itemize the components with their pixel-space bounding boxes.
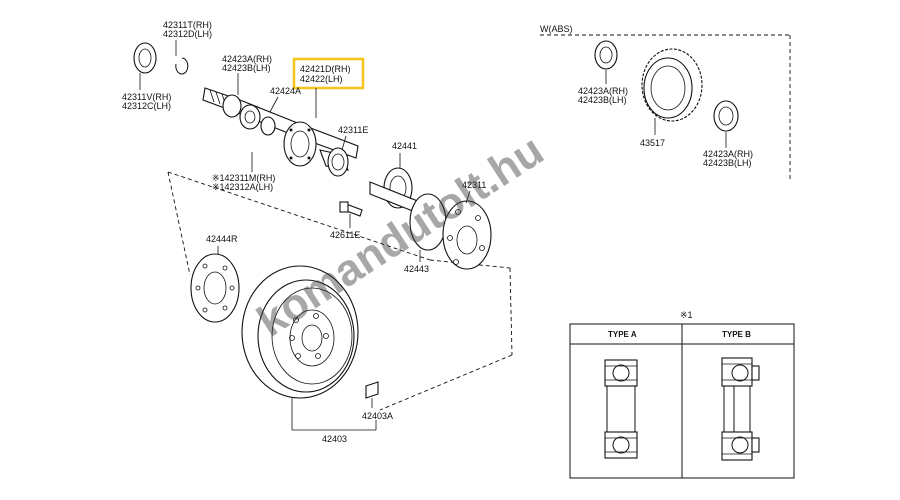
label-42443: 42443 [404, 264, 429, 274]
oil-seal-outer [133, 42, 157, 90]
type-a-header: TYPE A [608, 330, 637, 339]
label-42423a-1: 42423A(RH) [222, 54, 272, 64]
label-42311e: 42311E [338, 125, 368, 135]
label-42312d: 42312D(LH) [163, 29, 212, 39]
label-42423b-abs1: 42423B(LH) [578, 95, 627, 105]
label-42403a: 42403A [362, 411, 393, 421]
label-42441: 42441 [392, 141, 417, 151]
label-42423a-abs2: 42423A(RH) [703, 149, 753, 159]
axle-hub [369, 181, 492, 270]
label-42311m: ※142311M(RH) [212, 173, 275, 183]
label-42422: 42422(LH) [300, 74, 343, 84]
gasket-42444r [190, 246, 240, 323]
abs-sensor-rotor [641, 48, 703, 135]
brake-drum [241, 265, 377, 431]
label-42423b-abs2: 42423B(LH) [703, 158, 752, 168]
snap-ring [175, 40, 189, 75]
label-42424a: 42424A [270, 86, 301, 96]
axle-shaft [202, 87, 359, 177]
label-42423a-abs1: 42423A(RH) [578, 86, 628, 96]
assembly-outline [167, 171, 513, 411]
label-43517: 43517 [640, 138, 665, 148]
highlight-box [292, 57, 365, 90]
label-42312c: 42312C(LH) [122, 101, 171, 111]
label-42611e: 42611E [330, 230, 360, 240]
label-42421d: 42421D(RH) [300, 64, 351, 74]
label-42423b-1: 42423B(LH) [222, 63, 271, 73]
type-b-header: TYPE B [722, 330, 751, 339]
abs-group-outline [540, 34, 791, 180]
abs-bearing-right [713, 100, 739, 148]
bearing-type-b [721, 357, 760, 461]
label-42444r: 42444R [206, 234, 238, 244]
label-42311v: 42311V(RH) [122, 92, 171, 102]
bearing-type-a [604, 359, 638, 459]
note-mark: ※1 [680, 310, 693, 320]
label-42311t: 42311T(RH) [163, 20, 212, 30]
label-42403: 42403 [322, 434, 347, 444]
abs-bearing-left [594, 40, 618, 84]
label-42311: 42311 [462, 180, 486, 190]
drum-screw [365, 381, 379, 408]
bearing-type-table [569, 323, 795, 479]
abs-group-label: W(ABS) [540, 24, 573, 34]
label-42312a: ※142312A(LH) [212, 182, 273, 192]
hub-bolt [339, 201, 363, 228]
